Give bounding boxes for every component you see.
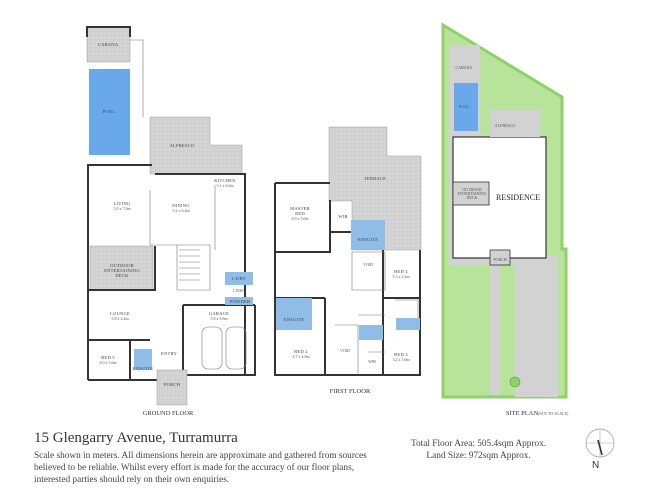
room-label: ALFRESCO <box>495 123 516 128</box>
room-dimensions: 5.8 x 4.2m <box>111 316 129 321</box>
room-label: DINING <box>172 203 190 208</box>
north-label: N <box>592 460 600 471</box>
room-dimensions: 3.1 x 6.2m <box>216 183 234 188</box>
room-label: KITCHEN <box>214 178 236 183</box>
car-icon <box>201 326 223 370</box>
floor-label: SITE PLAN <box>506 410 539 417</box>
first-floor-plan: TERRACE MASTER BED 4.9 x 5.0m WIR ENSUIT… <box>274 126 422 395</box>
room-label: PORCH <box>164 382 181 387</box>
room-label: BED 3 <box>394 352 408 357</box>
site-porch <box>489 249 511 266</box>
alfresco <box>149 116 243 175</box>
ground-floor-plan: CABANA POOL ALFRESCO KITCHEN 3.1 x 6.2m … <box>86 26 256 417</box>
room-dimensions: 4.0 x 3.6m <box>99 360 117 365</box>
floor-label: GROUND FLOOR <box>143 410 194 417</box>
room-label: OUTDOOR <box>462 187 482 192</box>
tree-icon <box>509 376 521 388</box>
laundry <box>225 272 253 285</box>
total-floor-area: Total Floor Area: 505.4sqm Approx. <box>411 439 547 449</box>
room-label: ALFRESCO <box>169 143 195 148</box>
land-size: Land Size: 972sqm Approx. <box>426 451 531 461</box>
room-label: ENSUITE <box>358 237 379 242</box>
ground-ensuite <box>134 349 152 370</box>
room-dimensions: 3.2 x 3.6m <box>392 357 410 362</box>
room-label: WIR <box>368 359 376 364</box>
cabana <box>86 26 131 63</box>
bed3-ensuite <box>359 325 383 340</box>
room-dimensions: 5.0 x 7.0m <box>113 206 131 211</box>
area-summary: Total Floor Area: 505.4sqm Approx. Land … <box>411 438 546 462</box>
room-label: BED <box>295 211 305 216</box>
scale-note: (NOT TO SCALE) <box>538 411 569 416</box>
powder-room <box>225 297 253 305</box>
room-label: TERRACE <box>364 176 386 181</box>
disclaimer: Scale shown in meters. All dimensions he… <box>34 451 367 485</box>
room-dimensions: 4.7 x 4.0m <box>292 354 310 359</box>
room-label: GARAGE <box>209 311 229 316</box>
floor-label: FIRST FLOOR <box>330 388 371 395</box>
room-label: POOL <box>459 104 470 109</box>
room-label: VOID <box>340 348 350 353</box>
room-dimensions: 5.8 x 5.6m <box>210 316 228 321</box>
site-pool <box>454 83 478 131</box>
porch <box>156 369 188 406</box>
bed2-ensuite <box>276 298 312 330</box>
room-label: BED 4 <box>394 269 408 274</box>
site-plan: CABANA POOL ALFRESCO OUTDOOR ENTERTAININ… <box>441 22 569 417</box>
room-label: ENTERTAINING <box>104 268 140 273</box>
room-label: RESIDENCE <box>496 193 540 202</box>
room-label: CABANA <box>456 65 473 70</box>
site-alfresco <box>490 110 540 137</box>
room-label: LIVING <box>113 201 131 206</box>
room-label: WIR <box>338 214 348 219</box>
room-label: PORCH <box>493 257 506 262</box>
room-dimensions: 4.9 x 5.0m <box>291 216 309 221</box>
room-label: LOUNGE <box>110 311 130 316</box>
room-dimensions: 5.3 x 4.2m <box>392 274 410 279</box>
bed4-ensuite <box>396 318 420 330</box>
car-icon <box>225 326 247 370</box>
room-label: OUTDOOR <box>110 263 135 268</box>
room-label: DECK <box>467 195 478 200</box>
room-label: BED 2 <box>294 349 308 354</box>
room-label: LINEN <box>233 288 245 293</box>
room-label: VOID <box>363 262 373 267</box>
room-label: CABANA <box>98 42 119 47</box>
property-address: 15 Glengarry Avenue, Turramurra <box>34 430 238 446</box>
room-label: MASTER <box>290 206 311 211</box>
outdoor-entertaining-deck <box>89 245 154 291</box>
room-label: ENTRY <box>161 351 178 356</box>
room-label: ENTERTAINING <box>458 191 487 196</box>
compass-icon <box>585 428 615 458</box>
site-deck <box>452 181 490 206</box>
room-label: BED 5 <box>101 355 115 360</box>
pool <box>89 69 130 155</box>
room-label: ENSUITE <box>284 317 305 322</box>
site-cabana <box>450 52 478 77</box>
room-label: L'DRY <box>232 276 247 281</box>
room-label: DECK <box>115 273 129 278</box>
room-label: ENSUITE <box>133 366 154 371</box>
master-ensuite <box>351 220 385 250</box>
room-label: POWDER <box>230 299 251 304</box>
room-dimensions: 5.2 x 6.2m <box>172 208 190 213</box>
room-label: POOL <box>103 109 116 114</box>
